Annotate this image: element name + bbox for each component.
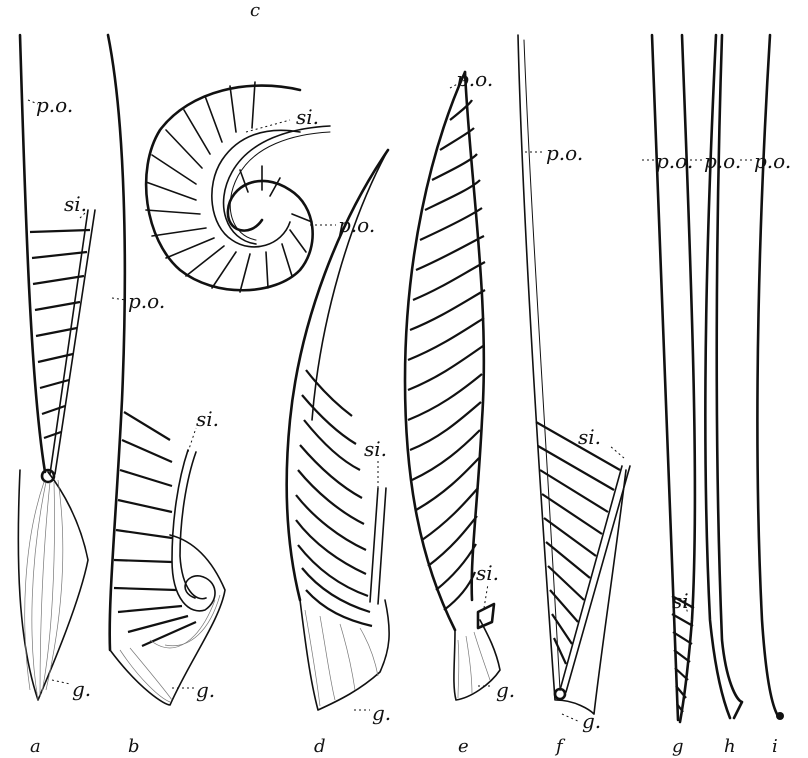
label-po-h: p.o. xyxy=(704,149,741,173)
panel-d-siphuncle-outer xyxy=(378,488,386,604)
panel-g xyxy=(652,35,695,722)
label-po-e: p.o. xyxy=(456,67,493,91)
panel-f-base-outline xyxy=(556,470,626,714)
label-si-e: si. xyxy=(476,561,499,585)
panel-letter-b: b xyxy=(128,736,140,757)
panel-i-initial-chamber xyxy=(776,712,784,720)
label-po-a: p.o. xyxy=(36,93,73,117)
panel-letter-i: i xyxy=(772,736,778,757)
label-si-d: si. xyxy=(364,437,387,461)
label-si-c: si. xyxy=(296,105,319,129)
panel-i xyxy=(757,35,784,720)
label-si-a: si. xyxy=(64,192,87,216)
panel-a xyxy=(18,35,95,700)
panel-letter-a: a xyxy=(30,736,41,757)
panel-g-outline-left xyxy=(652,35,678,720)
panel-f-siphuncle-outer xyxy=(566,466,630,692)
panel-b-outline-left xyxy=(108,35,125,650)
panel-f xyxy=(518,35,630,714)
panel-b-septa xyxy=(114,412,196,646)
panel-a-guard-lines xyxy=(25,480,63,700)
panel-a-siphuncle-outer xyxy=(55,210,95,474)
panel-d-outline-right xyxy=(312,150,388,420)
panel-f-outline-inner xyxy=(524,40,560,690)
label-po-b: p.o. xyxy=(128,289,165,313)
panel-e-outline-left xyxy=(405,72,465,630)
panel-letter-c: c xyxy=(250,0,260,21)
label-si-g: si. xyxy=(672,589,695,613)
panel-d-siphuncle xyxy=(370,488,378,602)
panel-f-siphuncle xyxy=(560,466,622,690)
panel-f-outline-left xyxy=(518,35,555,700)
labels: p.o. si. g. p.o. si. g. si. p.o. si. g. … xyxy=(36,67,791,733)
panel-letter-e: e xyxy=(458,736,469,757)
label-g-b: g. xyxy=(196,678,215,702)
panel-letter-h: h xyxy=(724,736,736,757)
label-po-g: p.o. xyxy=(656,149,693,173)
label-po-i: p.o. xyxy=(754,149,791,173)
panel-i-outline xyxy=(757,35,778,716)
panel-letter-f: f xyxy=(554,736,566,757)
label-si-f: si. xyxy=(578,425,601,449)
panel-e-siphuncle xyxy=(478,604,494,628)
label-si-b: si. xyxy=(196,407,219,431)
panel-letter-d: d xyxy=(314,736,326,757)
panel-e-base-outline xyxy=(454,620,500,700)
label-g-f: g. xyxy=(582,709,601,733)
panel-d-septa xyxy=(296,370,372,626)
panel-b xyxy=(108,35,225,705)
label-g-e: g. xyxy=(496,678,515,702)
panel-letter-g: g xyxy=(672,736,684,757)
leader-lines xyxy=(28,80,752,722)
label-g-d: g. xyxy=(372,701,391,725)
panel-h xyxy=(705,35,742,718)
panel-h-outline-right xyxy=(717,35,742,718)
label-g-a: g. xyxy=(72,677,91,701)
panel-b-siphuncle-spiral xyxy=(172,450,215,611)
panel-e-guard-lines xyxy=(458,632,490,698)
label-po-f: p.o. xyxy=(546,141,583,165)
label-po-d: p.o. xyxy=(338,213,375,237)
panel-e xyxy=(405,72,500,700)
